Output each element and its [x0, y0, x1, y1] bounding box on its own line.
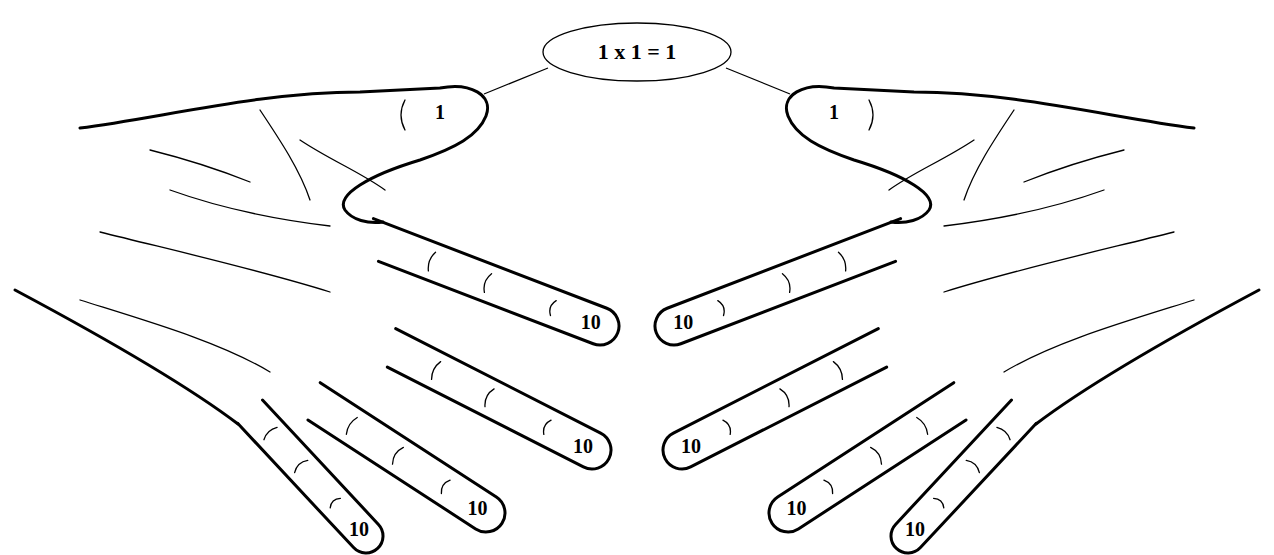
- finger-number: 1: [829, 102, 839, 122]
- finger-number: 1: [435, 102, 445, 122]
- leader-line: [484, 68, 548, 94]
- finger-number: 10: [349, 519, 369, 539]
- finger-number: 10: [581, 312, 601, 332]
- finger-number: 10: [468, 498, 488, 518]
- leader-line: [726, 68, 790, 94]
- right-hand: [649, 87, 1259, 555]
- finger-number: 10: [573, 436, 593, 456]
- equation-ellipse: 1 x 1 = 1: [542, 22, 732, 82]
- finger-number: 10: [905, 519, 925, 539]
- equation-text: 1 x 1 = 1: [598, 40, 677, 64]
- finger-number: 10: [786, 498, 806, 518]
- left-hand: [15, 87, 625, 555]
- finger-number: 10: [673, 312, 693, 332]
- finger-number: 10: [681, 436, 701, 456]
